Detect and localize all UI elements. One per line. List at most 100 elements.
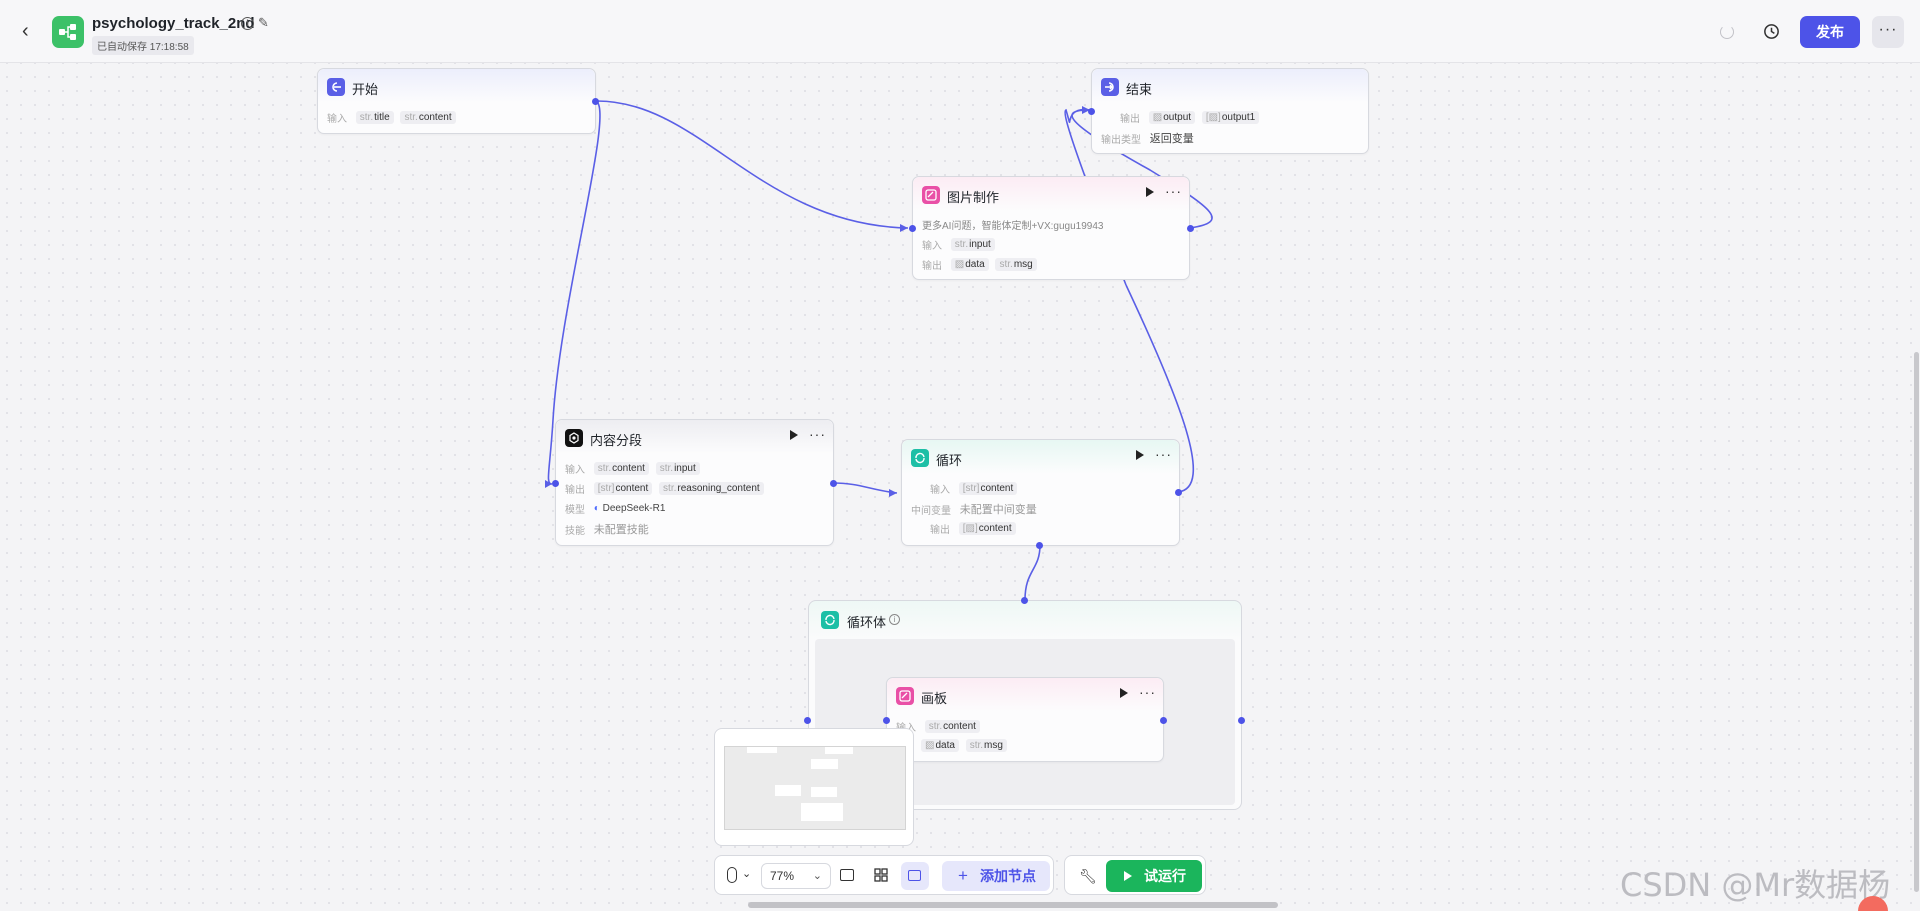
run-node-icon[interactable] [1120, 688, 1128, 698]
input-port[interactable] [552, 480, 559, 487]
end-node[interactable]: 结束 输出 ▨output [▨]output1 输出类型 返回变量 [1091, 68, 1369, 154]
canvas-outputs-row: ▨data str.msg [921, 739, 1011, 755]
node-description: 更多AI问题，智能体定制+VX:gugu19943 [922, 221, 1104, 232]
input-port[interactable] [1088, 108, 1095, 115]
var-tag: str.input [655, 462, 700, 475]
var-tag: [▨]output1 [1201, 111, 1260, 124]
node-title: 画板 [921, 691, 948, 706]
output-port[interactable] [830, 480, 837, 487]
loop-icon [821, 611, 839, 629]
canvas-toolbar: ⌄ 77% ⌄ + 添加节点 [714, 855, 1054, 895]
publish-button[interactable]: 发布 [1800, 16, 1860, 48]
minimap-viewport[interactable] [724, 746, 906, 830]
node-more-button[interactable]: ··· [1155, 446, 1172, 462]
info-icon[interactable]: i [241, 17, 254, 30]
edit-icon[interactable]: ✎ [258, 15, 269, 30]
loop-icon [911, 449, 929, 467]
var-tag: str.msg [995, 258, 1037, 271]
minimap-icon [908, 870, 921, 881]
output-port[interactable] [1160, 717, 1167, 724]
model-llm-icon [565, 429, 583, 447]
output-port[interactable] [1187, 225, 1194, 232]
chevron-left-icon[interactable]: ‹ [22, 20, 29, 42]
run-node-icon[interactable] [1146, 187, 1154, 197]
start-node[interactable]: 开始 输入 str.title str.content [317, 68, 596, 134]
content-segment-node[interactable]: 内容分段 ··· 输入 str.content str.input 输出 [st… [555, 419, 834, 546]
run-node-icon[interactable] [1136, 450, 1144, 460]
plus-icon: + [958, 866, 968, 885]
loop-body-input-port[interactable] [804, 717, 811, 724]
image-inputs-row: 输入 str.input [922, 237, 999, 253]
segment-outputs-row: 输出 [str]content str.reasoning_content [565, 481, 768, 497]
add-node-button[interactable]: + 添加节点 [942, 861, 1050, 891]
output-port[interactable] [592, 98, 599, 105]
run-node-icon[interactable] [790, 430, 798, 440]
history-icon[interactable] [1762, 22, 1781, 41]
assistant-avatar[interactable] [1858, 896, 1888, 911]
layout-grid-icon[interactable] [874, 868, 888, 882]
var-tag: ▨output [1148, 111, 1196, 124]
loop-body-title: 循环体 [847, 615, 887, 630]
loading-spinner-icon [1720, 25, 1734, 39]
canvas-icon [896, 687, 914, 705]
var-tag: str.content [593, 462, 649, 475]
chevron-down-icon: ⌄ [812, 870, 822, 882]
vertical-scrollbar[interactable] [1914, 352, 1919, 892]
minimap[interactable] [714, 728, 914, 846]
top-bar: ‹ psychology_track_2nd i ✎ 已自动保存 17:18:5… [0, 0, 1920, 63]
image-outputs-row: 输出 ▨data str.msg [922, 257, 1041, 273]
node-more-button[interactable]: ··· [809, 426, 826, 442]
test-run-button[interactable]: 试运行 [1106, 860, 1202, 892]
canvas-node[interactable]: 画板 ··· 输入 str.content ▨data str.msg [886, 677, 1164, 762]
node-title: 图片制作 [947, 190, 1000, 205]
start-inputs-row: 输入 str.title str.content [327, 110, 460, 126]
var-tag: str.msg [965, 739, 1007, 752]
node-title: 结束 [1126, 82, 1153, 97]
segment-model-row: 模型 ◐ DeepSeek-R1 [565, 503, 666, 516]
image-icon [922, 186, 940, 204]
play-icon [1124, 871, 1132, 881]
run-toolbar: 🔧︎ 试运行 [1064, 855, 1206, 895]
comment-icon[interactable] [840, 869, 854, 881]
loop-inputs-row: 输入 [str]content [930, 481, 1021, 497]
image-node[interactable]: 图片制作 ··· 更多AI问题，智能体定制+VX:gugu19943 输入 st… [912, 176, 1190, 280]
var-tag: ▨data [921, 739, 959, 752]
node-more-button[interactable]: ··· [1165, 183, 1182, 199]
loop-body-output-port[interactable] [1238, 717, 1245, 724]
node-more-button[interactable]: ··· [1139, 684, 1156, 700]
node-header [1092, 69, 1368, 103]
minimap-toggle-button[interactable] [901, 862, 929, 890]
loop-vars-row: 中间变量 未配置中间变量 [911, 504, 1037, 517]
wrench-icon[interactable]: 🔧︎ [1079, 868, 1097, 884]
end-output-type-row: 输出类型 返回变量 [1101, 133, 1194, 146]
loop-outputs-row: 输出 [▨]content [930, 521, 1020, 537]
output-port[interactable] [1175, 489, 1182, 496]
mouse-mode-icon[interactable] [727, 867, 737, 883]
more-options-button[interactable]: ··· [1872, 16, 1904, 48]
loop-body-top-port[interactable] [1021, 597, 1028, 604]
loop-node[interactable]: 循环 ··· 输入 [str]content 中间变量 未配置中间变量 输出 [… [901, 439, 1180, 546]
edge-segment-to-loop [832, 482, 898, 494]
node-title: 内容分段 [590, 433, 643, 448]
segment-inputs-row: 输入 str.content str.input [565, 461, 704, 477]
start-icon [327, 78, 345, 96]
zoom-select[interactable]: 77% ⌄ [761, 863, 831, 889]
autosave-status: 已自动保存 17:18:58 [92, 36, 194, 55]
horizontal-scrollbar[interactable] [748, 902, 1278, 908]
watermark: CSDN @Mr数据杨 [1620, 866, 1891, 904]
node-header [887, 678, 1163, 712]
node-header [556, 420, 833, 454]
input-port[interactable] [883, 717, 890, 724]
edge-loop-to-body [1024, 544, 1041, 601]
chevron-down-icon[interactable]: ⌄ [742, 868, 752, 880]
info-icon[interactable]: i [889, 614, 900, 625]
var-tag: str.input [950, 238, 995, 251]
var-tag: [▨]content [958, 522, 1016, 535]
edge-start-to-image [595, 100, 909, 229]
node-header [318, 69, 595, 103]
loop-body-port[interactable] [1036, 542, 1043, 549]
input-port[interactable] [909, 225, 916, 232]
workflow-app-icon [52, 16, 84, 48]
var-tag: str.content [924, 720, 980, 733]
segment-skill-row: 技能 未配置技能 [565, 524, 649, 537]
